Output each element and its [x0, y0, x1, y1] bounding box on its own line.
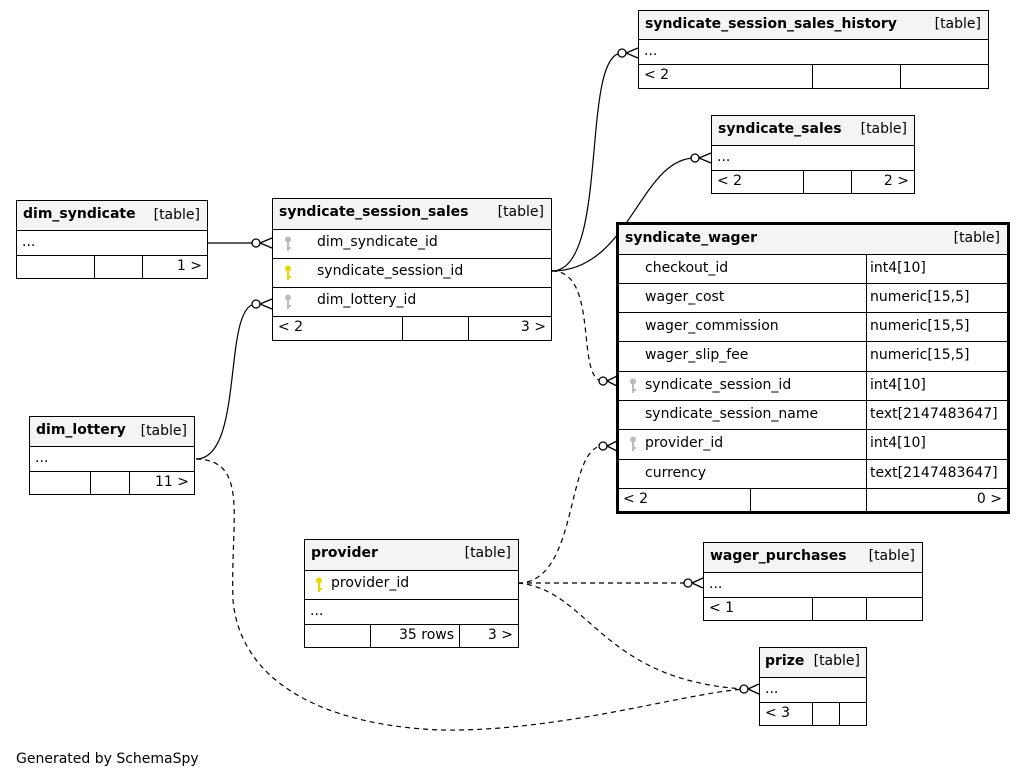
table-name: syndicate_session_sales	[279, 204, 469, 220]
column-name: provider_id	[331, 575, 410, 591]
children-count: 0 >	[976, 491, 1002, 507]
column-name: syndicate_session_id	[317, 263, 464, 279]
optional-marker	[251, 299, 261, 309]
optional-marker	[251, 238, 261, 248]
table-name: dim_lottery	[36, 422, 126, 438]
table-type: [table]	[953, 230, 1000, 246]
table-dim-syndicate[interactable]: dim_syndicate [table] ... 1 >	[16, 200, 208, 279]
children-count: 1 >	[176, 258, 202, 274]
table-wager-purchases[interactable]: wager_purchases [table] ... < 1	[703, 542, 923, 621]
column-name: dim_syndicate_id	[317, 234, 438, 250]
column-name: wager_cost	[645, 289, 725, 305]
table-type: [table]	[497, 204, 544, 220]
column-type: numeric[15,5]	[870, 318, 970, 334]
table-dim-lottery[interactable]: dim_lottery [table] ... 11 >	[29, 416, 195, 495]
table-type: [table]	[934, 16, 981, 32]
table-name: provider	[311, 545, 378, 561]
primary-key-icon	[316, 577, 322, 592]
crowfoot-marker	[259, 298, 273, 310]
table-name: prize	[765, 653, 805, 669]
ellipsis-row: ...	[709, 576, 723, 592]
table-name: syndicate_sales	[718, 121, 842, 137]
optional-marker	[683, 578, 693, 588]
parents-count: < 3	[765, 705, 791, 721]
optional-marker	[617, 48, 627, 58]
table-type: [table]	[860, 121, 907, 137]
column-name: checkout_id	[645, 260, 729, 276]
table-type: [table]	[813, 653, 860, 669]
optional-marker	[690, 153, 700, 163]
table-syndicate-session-sales-history[interactable]: syndicate_session_sales_history [table] …	[638, 10, 989, 89]
foreign-key-icon	[630, 378, 636, 393]
children-count: 3 >	[487, 627, 513, 643]
table-name: wager_purchases	[710, 548, 847, 564]
ellipsis-row: ...	[717, 149, 731, 165]
optional-marker	[598, 441, 608, 451]
edge-session-sales-to-sales-history	[551, 52, 623, 272]
edge-provider-to-wager	[517, 445, 604, 584]
optional-marker	[739, 684, 749, 694]
crowfoot-marker	[606, 440, 618, 452]
ellipsis-row: ...	[22, 234, 36, 250]
column-name: provider_id	[645, 435, 724, 451]
edge-dim-lottery-to-session-sales	[195, 303, 257, 460]
edge-dim-lottery-to-prize	[195, 458, 745, 731]
crowfoot-marker	[625, 47, 639, 59]
column-name: currency	[645, 465, 706, 481]
table-syndicate-sales[interactable]: syndicate_sales [table] ... < 2 2 >	[711, 115, 915, 194]
table-type: [table]	[868, 548, 915, 564]
ellipsis-row: ...	[644, 43, 658, 59]
foreign-key-icon	[285, 294, 291, 309]
column-name: dim_lottery_id	[317, 292, 417, 308]
edge-provider-to-prize	[517, 582, 745, 690]
column-name: syndicate_session_name	[645, 406, 819, 422]
children-count: 3 >	[520, 319, 546, 335]
footer-credit: Generated by SchemaSpy	[16, 751, 199, 767]
column-type: int4[10]	[870, 260, 926, 276]
table-type: [table]	[140, 423, 187, 439]
crowfoot-marker	[259, 237, 273, 249]
row-count: 35 rows	[399, 627, 455, 643]
column-name: wager_commission	[645, 318, 779, 334]
column-type: numeric[15,5]	[870, 289, 970, 305]
parents-count: < 1	[709, 600, 735, 616]
ellipsis-row: ...	[765, 681, 779, 697]
column-name: wager_slip_fee	[645, 347, 749, 363]
table-prize[interactable]: prize [table] ... < 3	[759, 647, 867, 726]
foreign-key-icon	[285, 236, 291, 251]
parents-count: < 2	[623, 491, 649, 507]
column-type: text[2147483647]	[870, 465, 998, 481]
column-name: syndicate_session_id	[645, 377, 792, 393]
foreign-key-icon	[630, 436, 636, 451]
table-name: syndicate_wager	[625, 230, 757, 246]
table-type: [table]	[464, 545, 511, 561]
table-syndicate-wager[interactable]: syndicate_wager [table] checkout_id int4…	[616, 222, 1010, 514]
crowfoot-marker	[691, 577, 704, 589]
table-type: [table]	[153, 207, 200, 223]
children-count: 11 >	[155, 474, 189, 490]
column-type: numeric[15,5]	[870, 347, 970, 363]
column-type: text[2147483647]	[870, 406, 998, 422]
ellipsis-row: ...	[310, 603, 324, 619]
edge-session-sales-to-wager	[551, 270, 604, 382]
optional-marker	[598, 376, 608, 386]
table-syndicate-session-sales[interactable]: syndicate_session_sales [table] dim_synd…	[272, 198, 552, 341]
crowfoot-marker	[606, 375, 618, 387]
column-type: int4[10]	[870, 435, 926, 451]
crowfoot-marker	[747, 683, 760, 695]
primary-key-icon	[285, 265, 291, 280]
table-name: dim_syndicate	[23, 206, 136, 222]
edge-session-sales-to-syndicate-sales	[551, 157, 696, 272]
parents-count: < 2	[717, 173, 743, 189]
crowfoot-marker	[698, 152, 712, 164]
column-type: int4[10]	[870, 377, 926, 393]
parents-count: < 2	[278, 319, 304, 335]
table-name: syndicate_session_sales_history	[645, 16, 897, 32]
children-count: 2 >	[883, 173, 909, 189]
ellipsis-row: ...	[35, 450, 49, 466]
parents-count: < 2	[644, 67, 670, 83]
table-provider[interactable]: provider [table] provider_id ... 35 rows…	[304, 539, 519, 648]
